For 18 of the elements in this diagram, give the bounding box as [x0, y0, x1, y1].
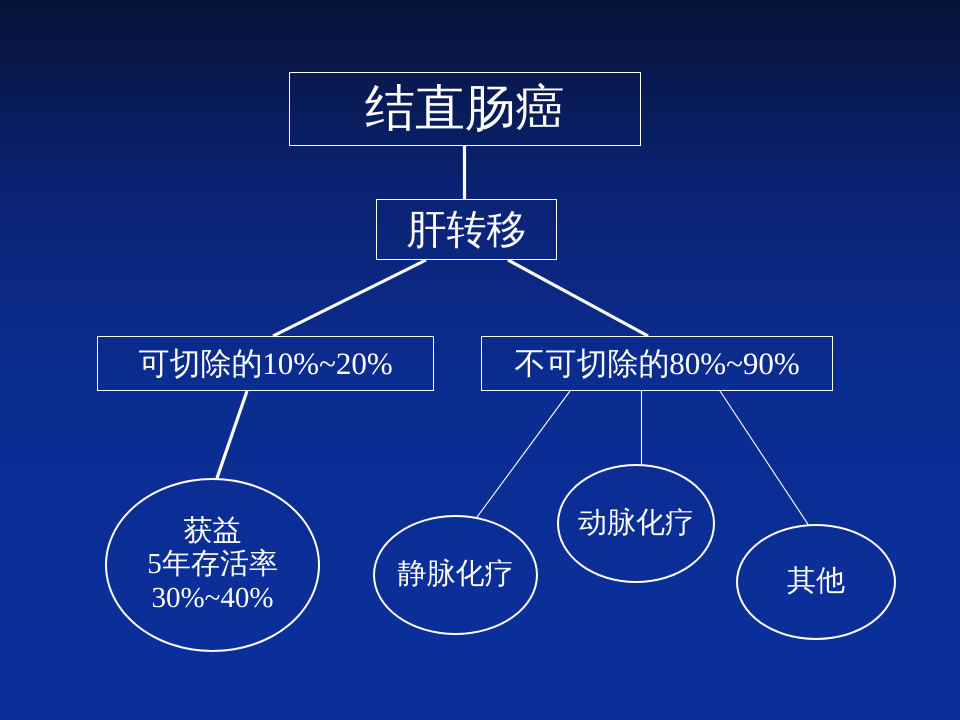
process-box: 肝转移	[376, 199, 557, 260]
connector-line	[507, 258, 649, 338]
connector-line	[272, 258, 427, 338]
process-box: 不可切除的80%~90%	[481, 336, 833, 391]
node-text: 获益	[184, 514, 242, 548]
oval: 动脉化疗	[557, 464, 715, 583]
oval: 静脉化疗	[373, 515, 538, 635]
connector-line	[215, 390, 249, 479]
title-box: 结直肠癌	[289, 72, 641, 146]
oval: 其他	[736, 524, 896, 640]
oval	[105, 478, 320, 652]
node-text: 30%~40%	[151, 582, 274, 616]
connector-line	[640, 391, 642, 464]
connector-line	[462, 146, 466, 199]
process-box: 可切除的10%~20%	[97, 336, 434, 391]
connector-line	[720, 390, 808, 525]
connector-line	[476, 390, 570, 518]
node-text: 5年存活率	[147, 548, 278, 582]
